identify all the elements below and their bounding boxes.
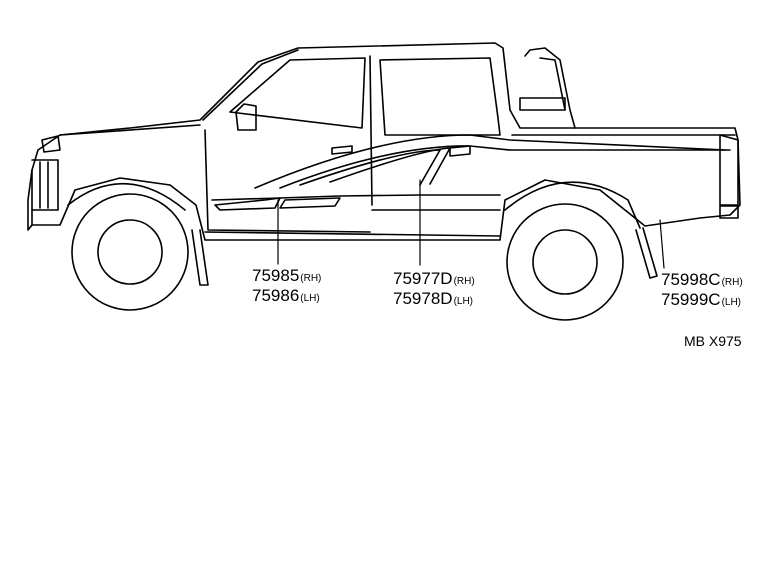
side-indicator: (LH) (453, 296, 474, 307)
label-group-3: 75998C(RH) 75999C(LH) (661, 271, 743, 309)
side-indicator: (RH) (721, 277, 743, 288)
front-door-window (229, 57, 366, 129)
label-group-1: 75985(RH) 75986(LH) (252, 267, 321, 305)
part-label: 75977D(RH) (393, 270, 475, 288)
b-pillar (369, 55, 373, 206)
part-label: 75986(LH) (252, 287, 321, 305)
part-label: 75999C(LH) (661, 291, 743, 309)
part-label: 75978D(LH) (393, 290, 475, 308)
tail-light (719, 205, 739, 219)
front-fender-flare (67, 182, 186, 211)
part-label: 75985(RH) (252, 267, 321, 285)
side-indicator: (LH) (300, 293, 320, 304)
side-indicator: (RH) (300, 273, 322, 284)
door-handle-rear (449, 145, 471, 157)
part-number: 75986 (252, 286, 300, 305)
side-mirror (235, 103, 257, 131)
rear-mudflap (635, 227, 658, 279)
roll-bar (524, 47, 576, 129)
headlight (41, 135, 61, 153)
diagram-reference-code: MB X975 (684, 333, 742, 349)
part-number: 75985 (252, 266, 300, 285)
part-number: 75998C (661, 270, 721, 289)
tailgate (719, 134, 739, 206)
side-stripe-decal (254, 134, 726, 189)
hood-line (59, 124, 201, 136)
label-group-2: 75977D(RH) 75978D(LH) (393, 270, 475, 308)
rear-door-window (379, 57, 501, 136)
side-indicator: (LH) (721, 297, 742, 308)
rear-fender-flare (504, 181, 641, 229)
truck-body-outline (31, 42, 741, 241)
rear-tire (506, 203, 624, 321)
rear-rim (532, 229, 598, 295)
door-handle (331, 145, 353, 155)
front-tire (71, 193, 189, 311)
front-rim (97, 219, 163, 285)
front-mudflap (191, 229, 209, 286)
front-door-outline (204, 129, 371, 233)
lower-stripe (211, 194, 501, 201)
side-indicator: (RH) (453, 276, 475, 287)
part-number: 75999C (661, 290, 721, 309)
part-label: 75998C(RH) (661, 271, 743, 289)
leader-line-3 (659, 219, 665, 269)
rocker-panel (204, 231, 501, 237)
front-grille (31, 159, 59, 211)
front-bumper (27, 169, 33, 231)
windshield (202, 49, 299, 121)
part-number: 75977D (393, 269, 453, 288)
part-number: 75978D (393, 289, 453, 308)
